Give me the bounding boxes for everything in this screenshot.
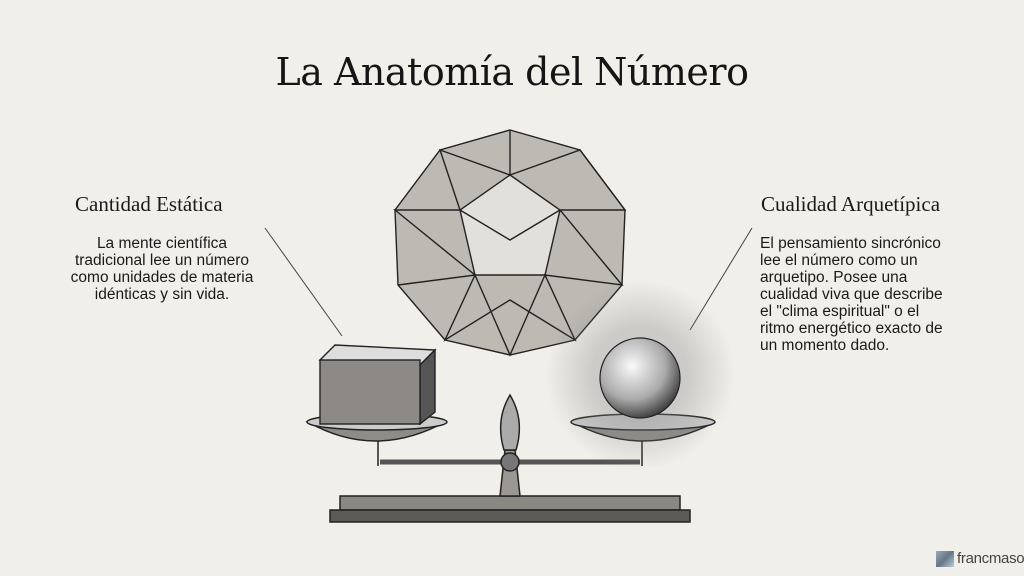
text-line: un momento dado. — [760, 337, 890, 354]
text-line: como unidades de materia — [70, 269, 254, 286]
polyhedron-icon — [393, 129, 627, 357]
logo-icon — [936, 550, 954, 567]
sphere-icon — [599, 337, 681, 419]
left-pointer-line — [264, 227, 343, 337]
cube-icon — [318, 344, 437, 426]
text-line: cualidad viva que describe — [760, 286, 943, 303]
text-line: lee el número como un — [760, 252, 918, 269]
text-line: tradicional lee un número — [74, 252, 250, 269]
watermark-logo: francmason — [936, 550, 1024, 567]
text-line: el "clima espiritual" o el — [760, 303, 920, 320]
text-line: idénticas y sin vida. — [94, 286, 230, 303]
left-heading: Cantidad Estática — [75, 192, 223, 216]
text-line: El pensamiento sincrónico — [760, 235, 941, 252]
right-heading: Cualidad Arquetípica — [761, 192, 941, 216]
left-description: La mente científica tradicional lee un n… — [62, 235, 262, 303]
logo-text: francmason — [957, 550, 1024, 567]
text-line: La mente científica — [96, 235, 228, 252]
text-line: ritmo energético exacto de — [760, 320, 943, 337]
right-description: El pensamiento sincrónico lee el número … — [760, 235, 1000, 354]
text-line: arquetipo. Posee una — [760, 269, 908, 286]
page-title: La Anatomía del Número — [275, 50, 749, 94]
